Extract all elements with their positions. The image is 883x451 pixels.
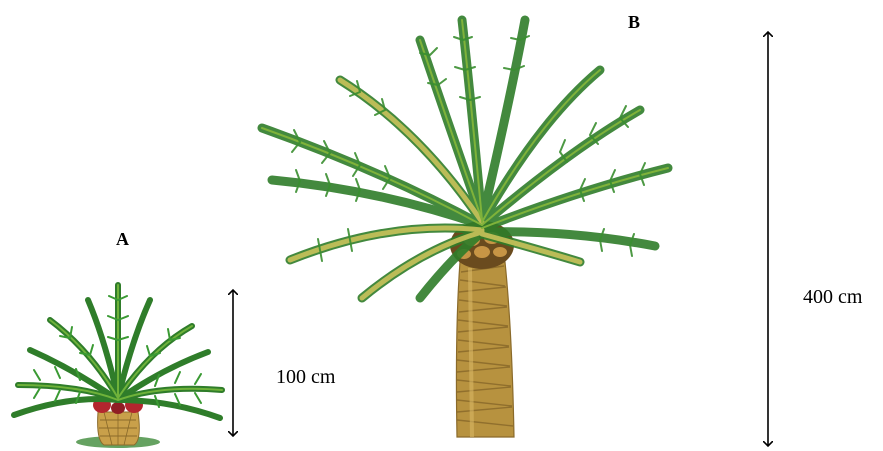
small-palm-trunk <box>98 412 140 445</box>
plant-b-label: B <box>628 12 640 33</box>
plant-a-label: A <box>116 229 129 250</box>
plant-a-height-label: 100 cm <box>276 366 335 389</box>
small-palm-a <box>14 285 222 448</box>
tall-palm-trunk <box>456 262 514 437</box>
small-palm-fronds <box>14 285 222 418</box>
plant-b-height-label: 400 cm <box>803 286 862 309</box>
